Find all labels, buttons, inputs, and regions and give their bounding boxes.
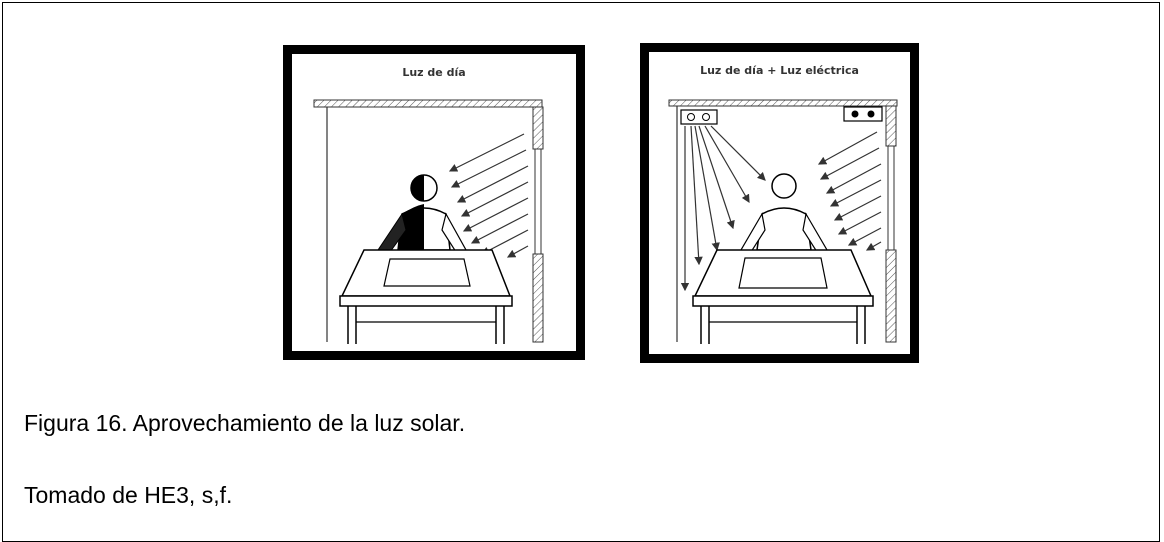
- right-wall-lower: [885, 249, 897, 343]
- person: [740, 173, 828, 253]
- panel-daylight-inner: Luz de día: [292, 54, 576, 351]
- right-wall-lower: [532, 253, 544, 343]
- person-head: [410, 174, 438, 202]
- panel-daylight-electric-inner: Luz de día + Luz eléctrica: [649, 52, 910, 354]
- person-torso: [377, 204, 467, 253]
- desk: [339, 249, 513, 344]
- figure-source: Tomado de HE3, s,f.: [24, 482, 233, 508]
- ceiling: [313, 99, 543, 108]
- panel-daylight-title: Luz de día: [402, 66, 466, 79]
- panel-daylight-electric-title: Luz de día + Luz eléctrica: [700, 64, 859, 77]
- panel-daylight: Luz de día: [283, 45, 585, 360]
- panel-daylight-electric: Luz de día + Luz eléctrica: [640, 43, 919, 363]
- daylight-scene: [313, 99, 544, 344]
- lamp-left-icon: [680, 109, 718, 125]
- right-wall-upper: [885, 105, 897, 147]
- figure-caption: Figura 16. Aprovechamiento de la luz sol…: [24, 410, 466, 436]
- desk: [692, 249, 874, 344]
- sunlight-arrows: [817, 131, 882, 251]
- right-wall-upper: [532, 106, 544, 150]
- sunlight-arrows: [448, 133, 529, 258]
- ceiling: [668, 99, 898, 107]
- lamp-right-icon: [843, 106, 883, 122]
- daylight-electric-scene: [668, 99, 898, 344]
- electric-light-arrows: [680, 125, 766, 292]
